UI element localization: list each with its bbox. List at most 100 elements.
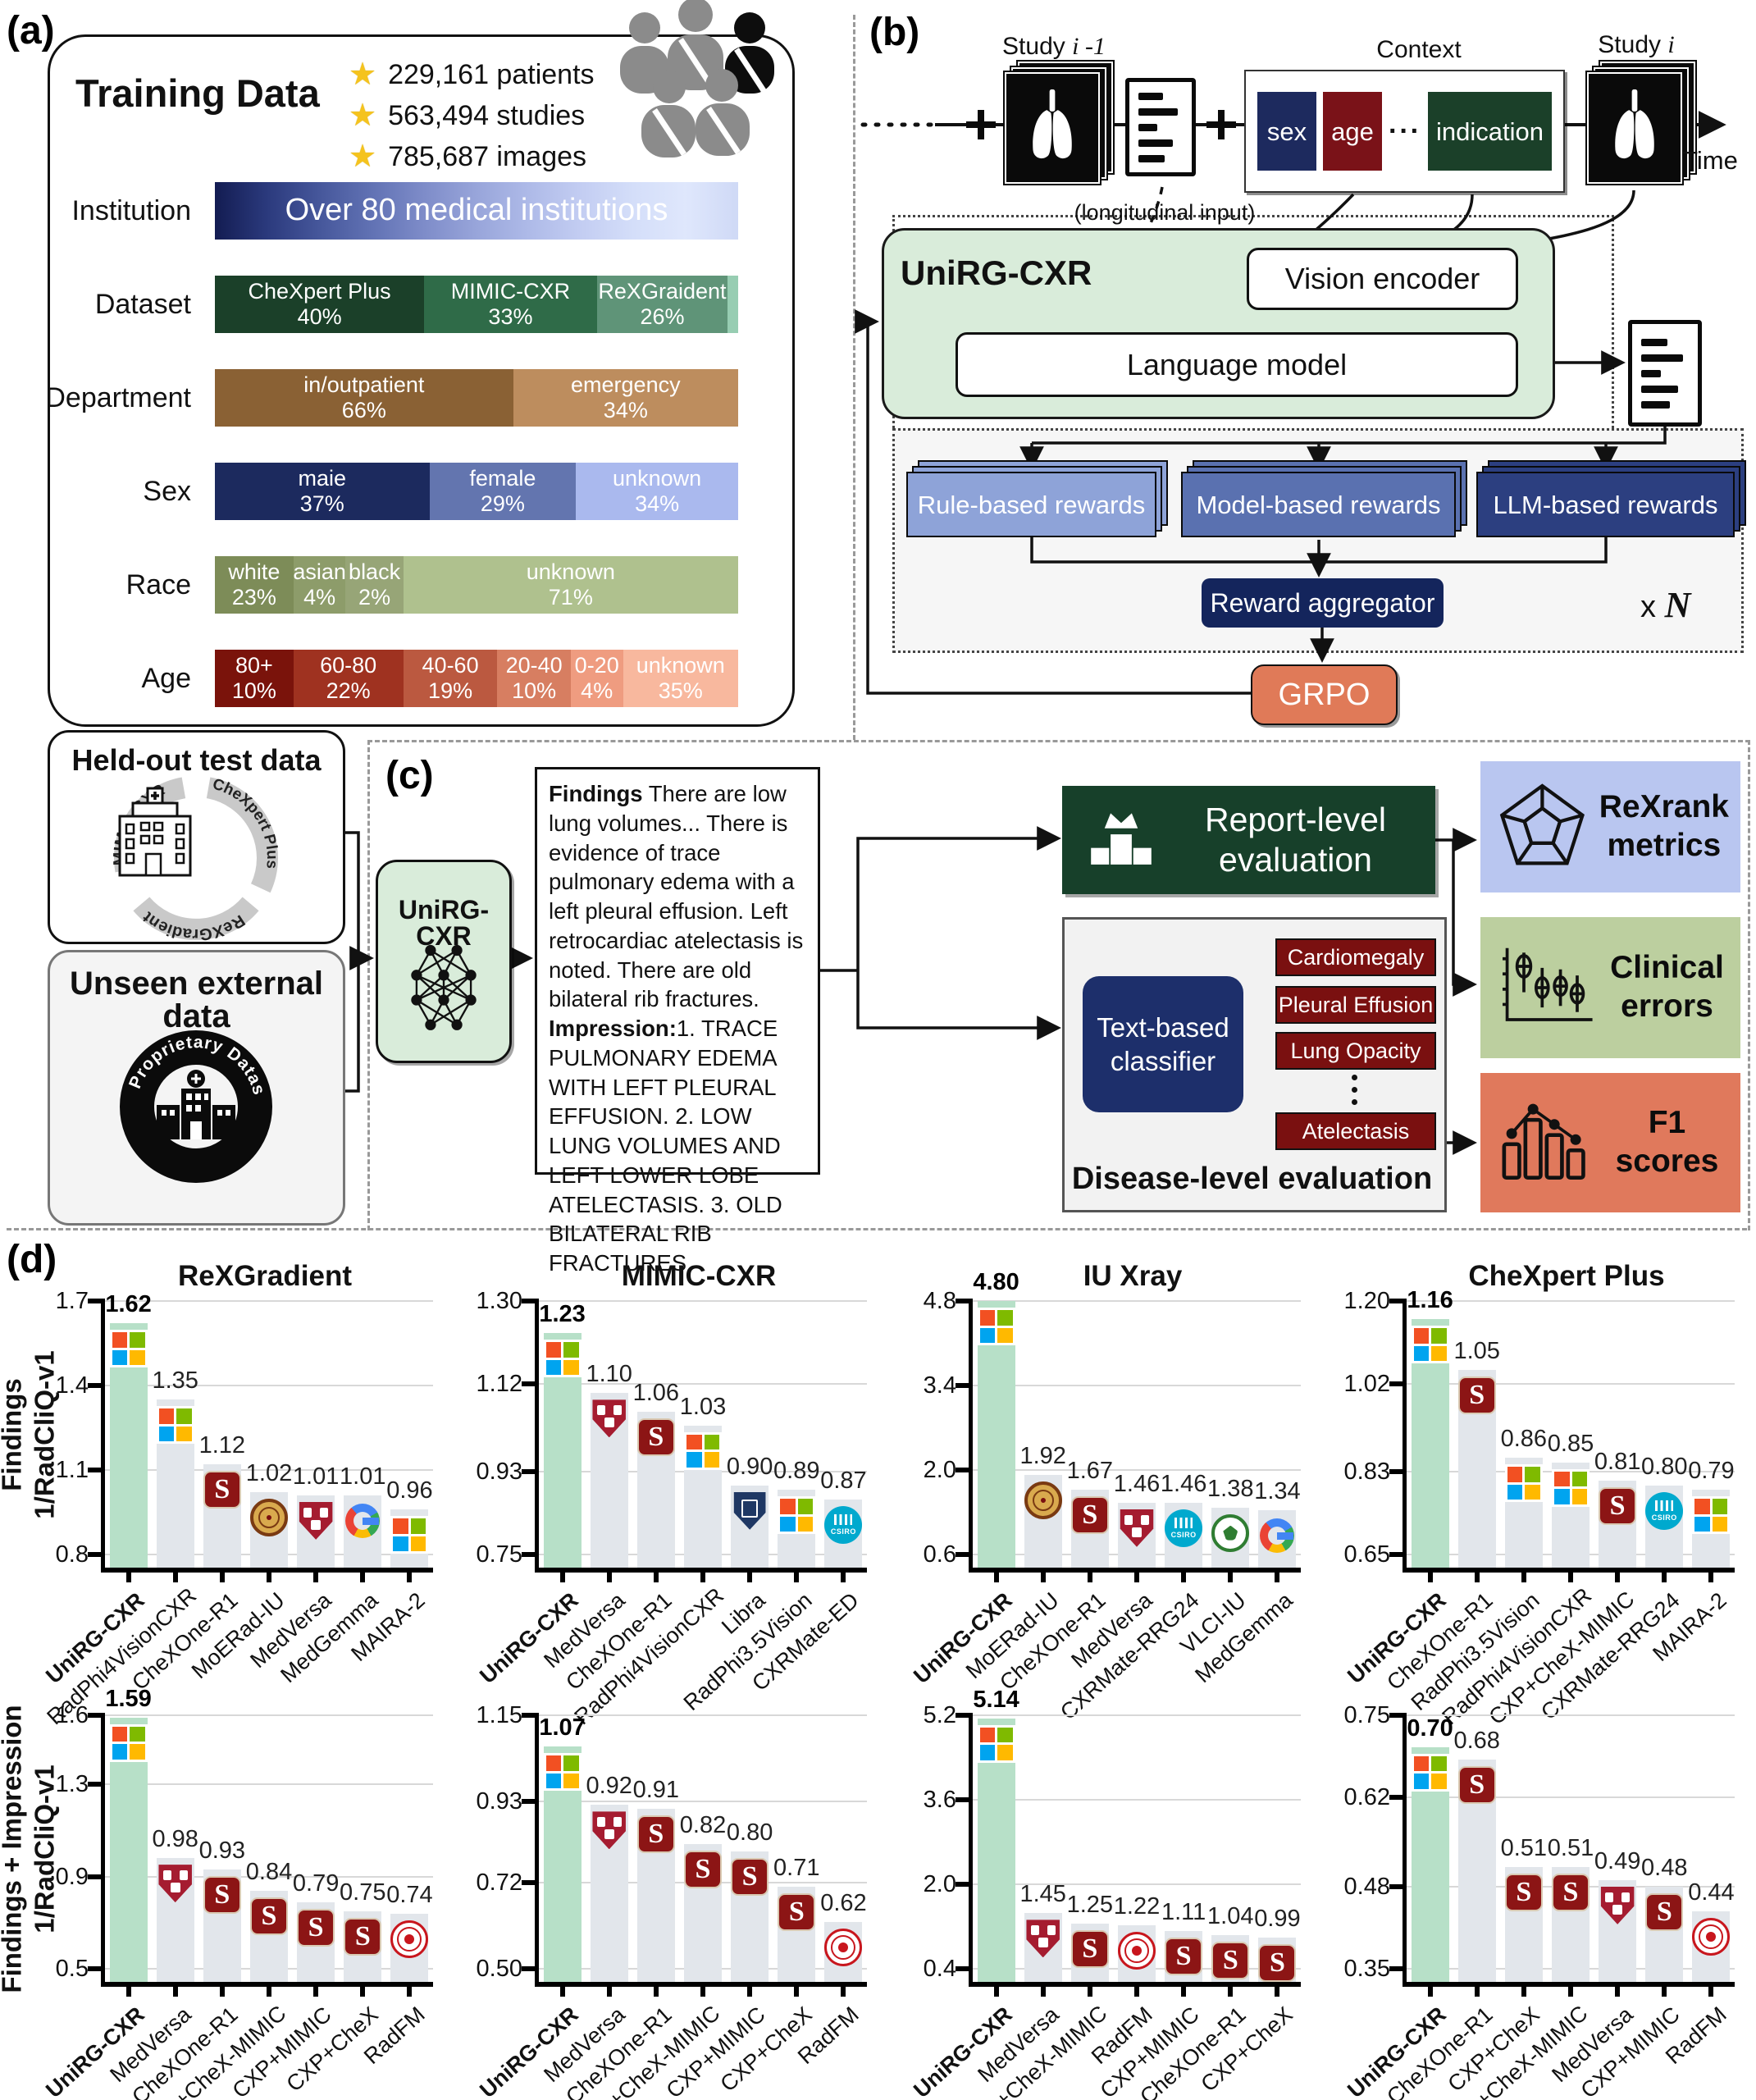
y-tick-label: 2.0 xyxy=(923,1871,956,1897)
y-tick-label: 0.75 xyxy=(476,1541,522,1568)
harvard-logo xyxy=(1600,1886,1635,1924)
y-tick-label: 3.6 xyxy=(923,1787,956,1813)
y-tick-label: 2.0 xyxy=(923,1457,956,1483)
star-icon: ★ xyxy=(349,139,377,174)
separator-vertical-ab xyxy=(853,15,855,740)
bar-value: 0.68 xyxy=(1453,1728,1500,1755)
segment-label: unknown xyxy=(613,465,702,491)
bar-value: 0.51 xyxy=(1500,1835,1548,1862)
heldout-title: Held-out test data xyxy=(71,743,322,777)
y-tick-label: 0.48 xyxy=(1343,1873,1390,1900)
reward-label: Rule-based rewards xyxy=(906,472,1156,537)
gridline xyxy=(973,1714,1301,1716)
bar-value: 1.12 xyxy=(198,1432,246,1459)
prior-report-icon xyxy=(1125,78,1196,176)
x-tick-mark xyxy=(1568,1568,1573,1582)
y-tick-mark xyxy=(956,1882,973,1887)
segment-pct: 29% xyxy=(480,491,525,516)
bar-MedVersa xyxy=(1024,1913,1062,1982)
bar-MedVersa xyxy=(156,1858,194,1982)
language-model-box: Language model xyxy=(956,332,1518,397)
bar-CXP+CheX-MIMIC: S xyxy=(1552,1867,1590,1982)
bar-value: 1.03 xyxy=(679,1393,727,1420)
y-tick-label: 0.4 xyxy=(923,1956,956,1982)
y-tick-mark xyxy=(956,1713,973,1718)
chart-title: ReXGradient xyxy=(178,1260,352,1292)
building-icon xyxy=(157,1070,235,1139)
impression-label: Impression: xyxy=(549,1016,677,1041)
bar-RadPhi4VisionCXR xyxy=(1552,1462,1590,1568)
y-tick-mark xyxy=(88,1383,105,1388)
x-tick-mark xyxy=(1040,1982,1046,1997)
bar-MoERad-IU xyxy=(250,1492,288,1568)
bar-CheXOne-R1: S xyxy=(203,1869,241,1982)
context-chip-sex: sex xyxy=(1257,92,1316,171)
y-tick-label: 1.12 xyxy=(476,1371,522,1398)
bar-CXP+MIMIC: S xyxy=(731,1851,769,1982)
bar-value: 1.02 xyxy=(245,1460,293,1487)
bar-value: 0.92 xyxy=(586,1773,632,1800)
bar-CXP+MIMIC: S xyxy=(1165,1931,1203,1982)
bar-value: 1.16 xyxy=(1407,1287,1453,1314)
bar-segment: Over 80 medical institutions xyxy=(215,182,738,240)
x-tick-mark xyxy=(606,1568,612,1582)
microsoft-logo xyxy=(1411,1326,1449,1364)
bar-segment xyxy=(727,276,738,333)
segment-label: MIMIC-CXR xyxy=(450,278,571,304)
bar-RadFM xyxy=(824,1921,863,1982)
bar-value: 0.74 xyxy=(386,1881,433,1908)
segment-pct: 4% xyxy=(581,678,613,703)
training-stat: ★785,687 images xyxy=(349,136,595,177)
segment-label: female xyxy=(469,465,536,491)
google-logo xyxy=(1258,1517,1296,1554)
y-tick-label: 4.8 xyxy=(923,1288,956,1314)
panel-c-dashed-border xyxy=(367,740,1750,1230)
bar-value: 1.59 xyxy=(105,1685,152,1712)
model-name: UniRG-CXR xyxy=(901,253,1092,292)
bar-value: 0.70 xyxy=(1407,1714,1453,1742)
bar-CXP+CheX: S xyxy=(1258,1938,1297,1983)
disease-ellipsis xyxy=(1350,1068,1358,1112)
disease-chip-0: Cardiomegaly xyxy=(1275,938,1436,976)
segment-pct: 23% xyxy=(231,585,276,609)
bar-value: 1.01 xyxy=(292,1463,340,1490)
bar-value: 0.84 xyxy=(245,1858,293,1885)
bar-CheXOne-R1: S xyxy=(636,1411,675,1568)
y-tick-label: 0.72 xyxy=(476,1869,522,1897)
x-tick-mark xyxy=(993,1568,999,1582)
segment-label: 20-40 xyxy=(505,652,563,678)
proprietary-dataset-seal: Proprietary Dataset xyxy=(102,1010,272,1183)
stacked-bar: Over 80 medical institutions xyxy=(215,182,738,240)
y-tick-mark xyxy=(1389,1713,1407,1718)
bar-Libra xyxy=(731,1485,769,1568)
report-distribution xyxy=(1032,427,1667,445)
bar-UniRG-CXR xyxy=(1411,1319,1449,1568)
y-tick-mark xyxy=(956,1299,973,1303)
x-tick-mark xyxy=(1181,1568,1187,1582)
bar-value: 4.80 xyxy=(973,1269,1019,1295)
bar-RadPhi3.5Vision xyxy=(1504,1458,1543,1568)
x-tick-mark xyxy=(360,1568,366,1582)
segment-label: maie xyxy=(298,465,347,491)
x-tick-mark xyxy=(1228,1982,1234,1997)
gridline xyxy=(973,1385,1301,1386)
x-tick-mark xyxy=(841,1982,846,1997)
stanford-logo: S xyxy=(1070,1496,1109,1535)
x-tick-mark xyxy=(407,1568,413,1582)
context-title: Context xyxy=(1376,36,1462,63)
x-tick-mark xyxy=(1615,1568,1621,1582)
microsoft-logo xyxy=(543,1340,582,1378)
disease-level-title: Disease-level evaluation xyxy=(1071,1162,1433,1196)
x-tick-mark xyxy=(794,1982,800,1997)
